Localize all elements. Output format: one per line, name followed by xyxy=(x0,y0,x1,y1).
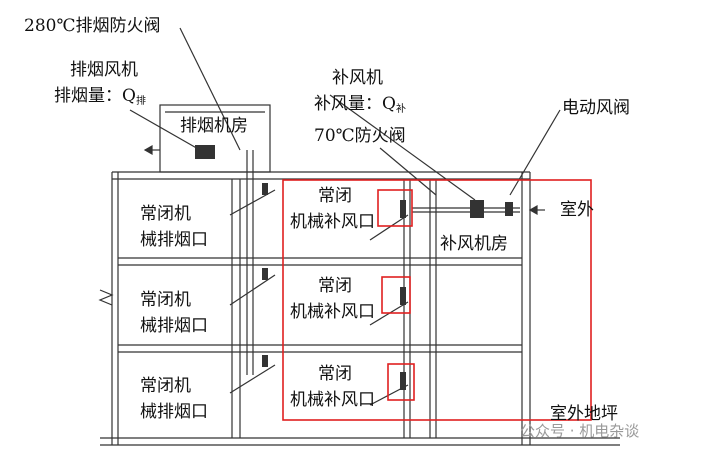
fire-valve-70-label: 70℃防火阀 xyxy=(314,126,406,146)
supply-outlet-grille-1 xyxy=(400,372,406,390)
nc-supply-label-2a: 常闭 xyxy=(318,276,352,296)
exhaust-outlet-2 xyxy=(262,268,268,280)
exhaust-outlet-3 xyxy=(262,183,268,195)
nc-supply-label-1b: 机械补风口 xyxy=(290,390,375,410)
highlight-outlet-1 xyxy=(387,363,415,401)
nc-exhaust-label-1a: 常闭机 xyxy=(140,376,191,396)
exhaust-room-label: 排烟机房 xyxy=(180,116,248,136)
exhaust-outlet-1 xyxy=(262,355,268,367)
supply-outlet-grille-3 xyxy=(400,200,406,218)
highlight-outlet-3 xyxy=(377,189,413,227)
supply-outlet-grille-2 xyxy=(400,287,406,305)
exhaust-volume-label: 排烟量：Q排 xyxy=(54,86,146,107)
supply-room-label: 补风机房 xyxy=(440,234,508,254)
nc-exhaust-label-3b: 械排烟口 xyxy=(140,230,208,250)
fire-valve-280-label: 280℃排烟防火阀 xyxy=(24,16,161,36)
electric-damper-icon xyxy=(505,202,513,216)
nc-exhaust-label-2b: 械排烟口 xyxy=(140,316,208,336)
nc-supply-label-3a: 常闭 xyxy=(318,186,352,206)
supply-fan-label: 补风机 xyxy=(332,68,383,88)
watermark: 公众号 · 机电杂谈 xyxy=(520,422,640,440)
electric-damper-label: 电动风阀 xyxy=(562,98,630,118)
highlight-supply-system xyxy=(282,179,592,421)
exhaust-fan-label: 排烟风机 xyxy=(70,60,138,80)
nc-supply-label-3b: 机械补风口 xyxy=(290,212,375,232)
nc-exhaust-label-3a: 常闭机 xyxy=(140,204,191,224)
supply-volume-label: 补风量：Q补 xyxy=(314,94,406,115)
outdoor-label: 室外 xyxy=(560,200,594,220)
nc-exhaust-label-1b: 械排烟口 xyxy=(140,402,208,422)
supply-fan-icon xyxy=(470,200,484,218)
exhaust-fan-room xyxy=(159,104,271,173)
arrow-outdoor-in xyxy=(528,204,538,216)
nc-supply-label-1a: 常闭 xyxy=(318,364,352,384)
nc-exhaust-label-2a: 常闭机 xyxy=(140,290,191,310)
outdoor-ground-label: 室外地坪 xyxy=(550,404,618,424)
arrow-exhaust-out xyxy=(143,144,153,156)
exhaust-fan-icon xyxy=(195,145,215,159)
nc-supply-label-2b: 机械补风口 xyxy=(290,302,375,322)
highlight-outlet-2 xyxy=(381,276,411,314)
